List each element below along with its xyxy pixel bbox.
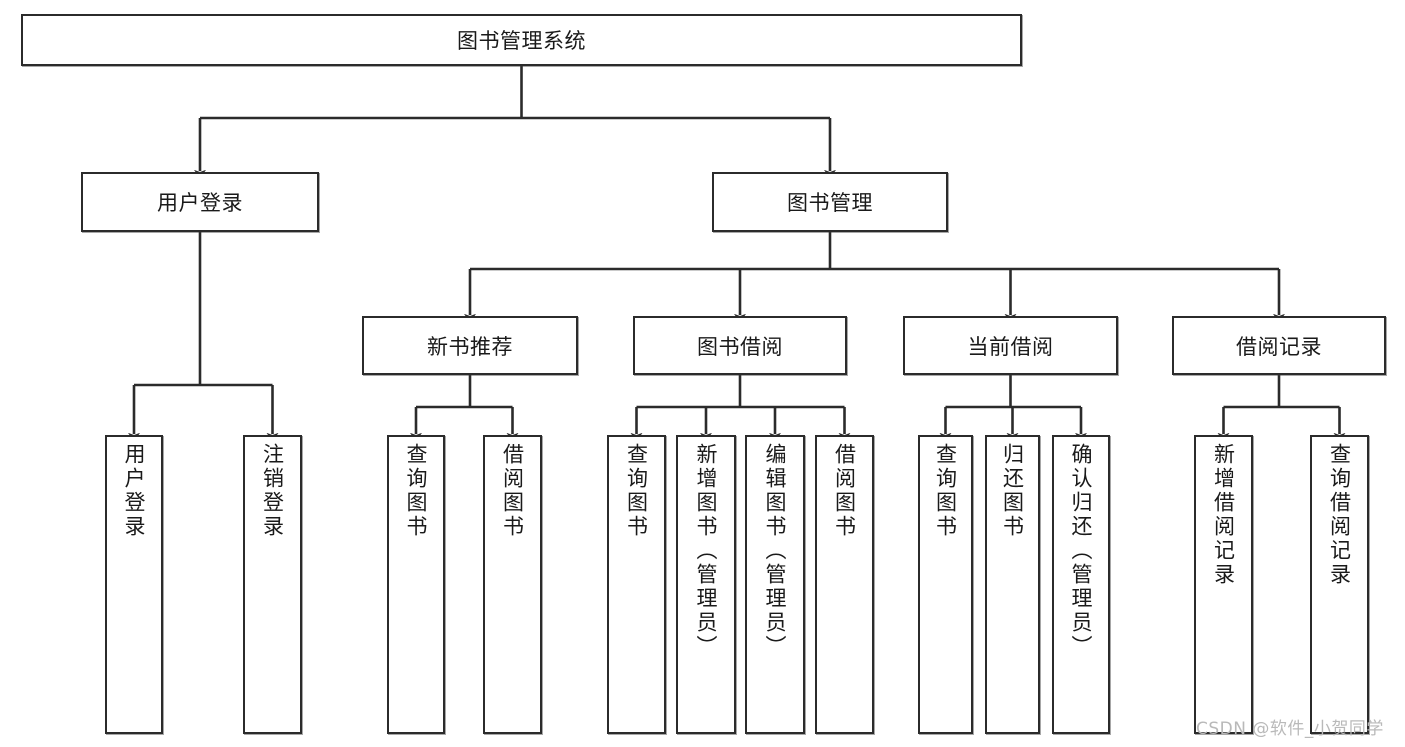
csdn-watermark: CSDN @软件_小贺同学 (1196, 719, 1384, 739)
leaf-node: 用户登录 (105, 435, 163, 734)
node-label: 当前借阅 (967, 334, 1054, 359)
root-node: 图书管理系统 (21, 14, 1022, 66)
level3-node: 图书借阅 (633, 316, 847, 375)
node-label: 图书管理系统 (457, 29, 586, 53)
node-label: 编辑图书（管理员） (763, 443, 788, 659)
node-label: 查询图书 (404, 443, 429, 539)
level3-node: 当前借阅 (903, 316, 1118, 375)
leaf-node: 新增图书（管理员） (676, 435, 736, 734)
node-label: 注销登录 (260, 443, 285, 539)
leaf-node: 注销登录 (243, 435, 302, 734)
level2-node: 图书管理 (712, 172, 948, 232)
node-label: 图书借阅 (697, 334, 783, 359)
leaf-node: 编辑图书（管理员） (745, 435, 805, 734)
leaf-node: 借阅图书 (483, 435, 542, 734)
leaf-node: 查询借阅记录 (1310, 435, 1369, 734)
node-label: 归还图书 (1000, 443, 1025, 539)
edges-group (128, 66, 1346, 442)
level2-node: 用户登录 (81, 172, 319, 232)
node-label: 借阅图书 (832, 443, 857, 539)
node-label: 用户登录 (122, 443, 147, 539)
level3-node: 借阅记录 (1172, 316, 1386, 375)
leaf-node: 查询图书 (387, 435, 445, 734)
node-label: 查询借阅记录 (1327, 443, 1352, 587)
leaf-node: 查询图书 (607, 435, 666, 734)
leaf-node: 新增借阅记录 (1194, 435, 1253, 734)
node-label: 查询图书 (933, 443, 958, 539)
leaf-node: 确认归还（管理员） (1052, 435, 1110, 734)
node-label: 确认归还（管理员） (1069, 443, 1094, 659)
node-label: 图书管理 (787, 191, 873, 215)
node-label: 借阅图书 (500, 443, 525, 539)
leaf-node: 借阅图书 (815, 435, 874, 734)
level3-node: 新书推荐 (362, 316, 578, 375)
node-label: 新增图书（管理员） (694, 443, 719, 659)
node-label: 借阅记录 (1236, 334, 1322, 359)
node-label: 新增借阅记录 (1211, 443, 1236, 587)
node-label: 新书推荐 (427, 334, 513, 359)
node-label: 用户登录 (157, 191, 243, 215)
leaf-node: 归还图书 (985, 435, 1040, 734)
node-label: 查询图书 (624, 443, 649, 539)
leaf-node: 查询图书 (918, 435, 973, 734)
